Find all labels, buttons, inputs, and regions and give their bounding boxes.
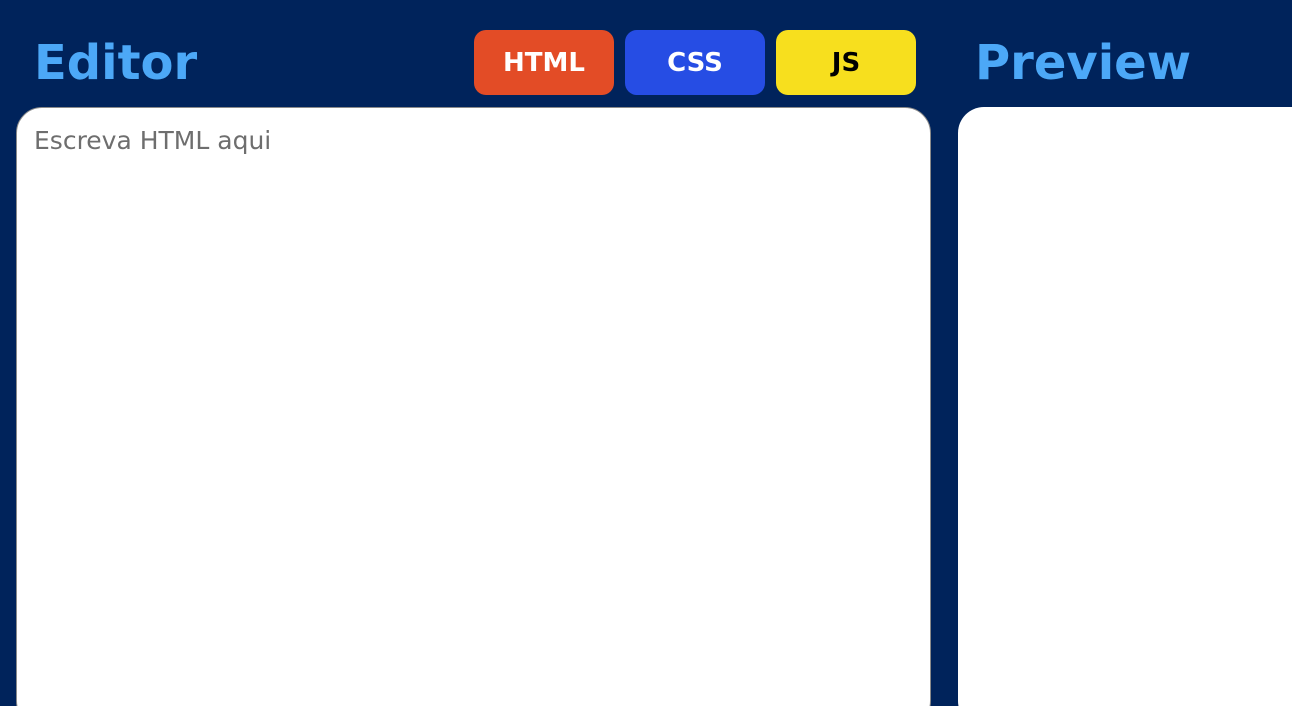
editor-panel [16,107,931,706]
tab-css[interactable]: CSS [625,30,765,95]
tab-html[interactable]: HTML [474,30,614,95]
editor-title: Editor [34,35,198,91]
preview-panel [958,107,1292,706]
tab-js[interactable]: JS [776,30,916,95]
preview-title: Preview [975,35,1192,91]
code-editor-input[interactable] [17,108,930,706]
